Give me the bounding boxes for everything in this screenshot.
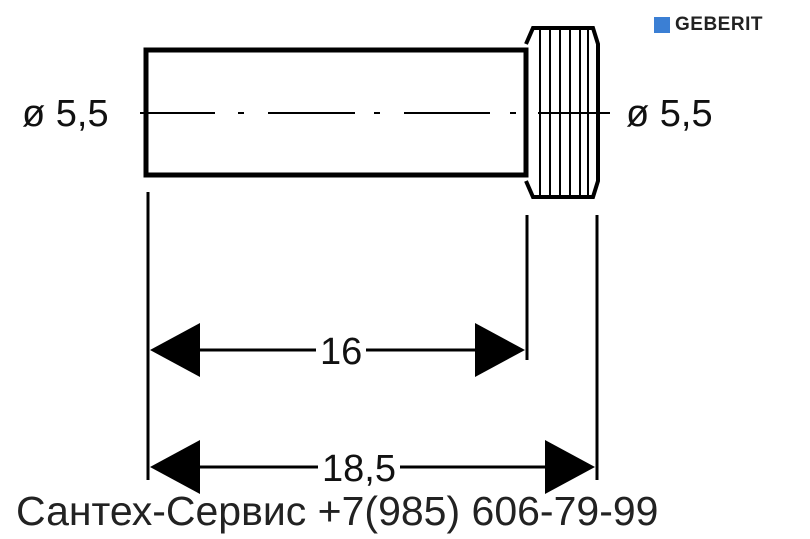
dimension-18-5-arrow-right <box>545 440 595 494</box>
dimension-18-5-arrow-left <box>150 440 200 494</box>
dimension-16-arrow-left <box>150 323 200 377</box>
dimension-16-arrow-right <box>475 323 525 377</box>
dimension-16-label: 16 <box>316 333 367 371</box>
diameter-label-right: ø 5,5 <box>626 93 713 135</box>
footer-watermark-text: Сантех-Сервис +7(985) 606-79-99 <box>16 488 659 534</box>
dimension-18-5-label: 18,5 <box>318 450 400 488</box>
diameter-label-left: ø 5,5 <box>22 93 109 135</box>
geberit-logo: GEBERIT <box>654 14 763 36</box>
extension-lines <box>146 192 599 480</box>
geberit-logo-text: GEBERIT <box>675 14 763 35</box>
geberit-logo-square-icon <box>654 17 670 33</box>
